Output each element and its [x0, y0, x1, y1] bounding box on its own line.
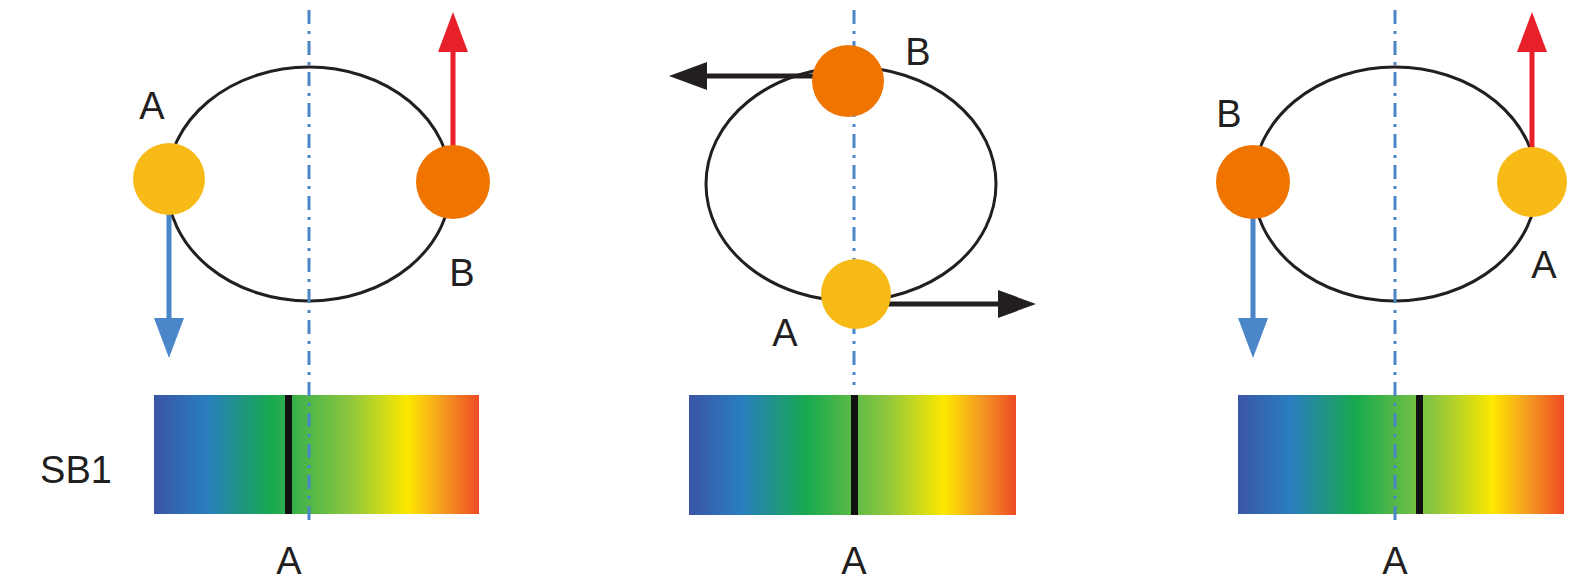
system-label: SB1	[40, 451, 112, 489]
spectral-line	[1416, 395, 1423, 514]
star-label: B	[1216, 95, 1241, 133]
star-b	[812, 45, 884, 117]
spectrum	[689, 395, 1016, 515]
arrowhead	[1238, 318, 1268, 358]
star-label: A	[841, 542, 866, 580]
panel-one	[133, 10, 490, 520]
spectral-line	[851, 395, 858, 515]
star-a	[1497, 147, 1567, 217]
star-label: A	[772, 314, 797, 352]
star-label: A	[1531, 246, 1556, 284]
panel-three	[1216, 10, 1567, 520]
spectrum	[1238, 395, 1564, 514]
star-a	[821, 259, 891, 329]
arrowhead	[1517, 12, 1547, 52]
line-of-sight	[308, 10, 311, 520]
panel-two	[669, 10, 1036, 515]
star-label: A	[276, 542, 301, 580]
arrowhead	[998, 290, 1036, 318]
star-a	[133, 143, 205, 215]
star-label: B	[905, 33, 930, 71]
star-label: A	[1382, 542, 1407, 580]
star-b	[1216, 145, 1290, 219]
arrowhead	[669, 62, 707, 90]
arrowhead	[154, 318, 184, 358]
star-label: A	[139, 87, 164, 125]
spectral-line	[285, 395, 292, 514]
star-label: B	[449, 254, 474, 292]
line-of-sight	[1394, 10, 1397, 520]
star-b	[416, 145, 490, 219]
spectrum	[154, 395, 479, 514]
arrowhead	[438, 12, 468, 52]
